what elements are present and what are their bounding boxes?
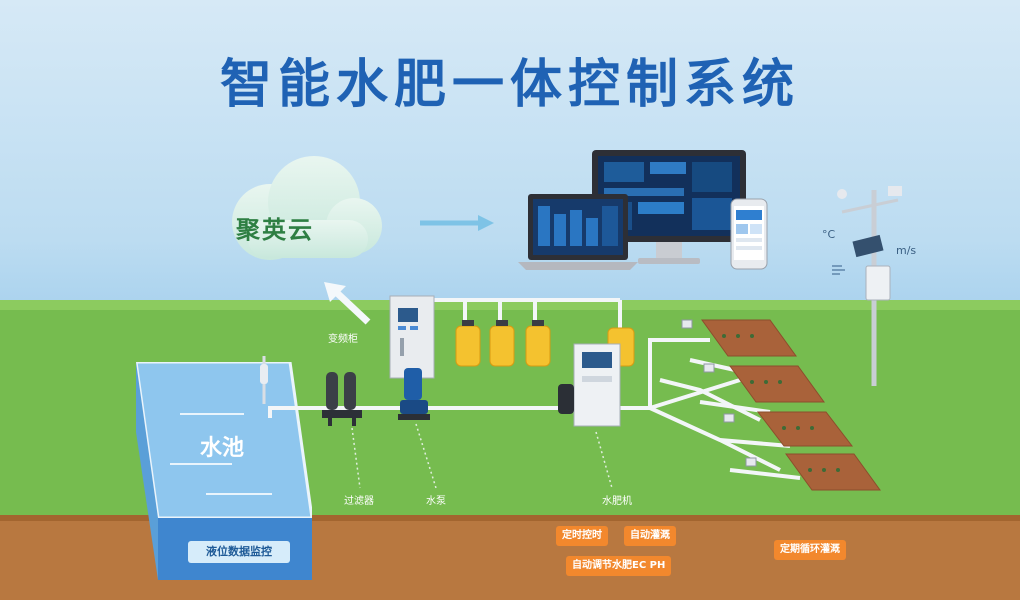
valve-icons [681,319,757,467]
cloud-label: 聚英云 [236,216,314,244]
weather-station-icon [837,186,902,386]
wind-speed-unit: m/s [896,244,917,257]
control-cabinet-icon [389,295,435,379]
fertilizer-machine-icon [558,343,621,427]
cycle-irrigation-badge: 定期循环灌溉 [774,540,846,560]
water-level-monitor-badge: 液位数据监控 [188,541,290,563]
timed-irrigation-badge: 定时控时 [556,526,608,546]
pool-label: 水池 [200,436,245,461]
auto-irrigation-badge: 自动灌溉 [624,526,676,546]
laptop-icon [518,194,638,270]
smartphone-icon [730,198,768,270]
arrow-right-icon [420,215,494,231]
wind-icon [832,265,845,275]
arrow-up-icon [324,282,371,325]
page-title: 智能水肥一体控制系统 [219,55,800,115]
cloud-icon [232,156,382,260]
water-pump-label: 水泵 [426,496,446,507]
fertilizer-machine-label: 水肥机 [602,496,632,507]
water-pump-icon [398,368,430,420]
crop-fields [701,319,881,491]
temperature-unit: °C [822,228,836,241]
filter-icon [322,372,362,426]
auto-adjust-ec-ph-badge: 自动调节水肥EC PH [566,556,672,576]
filter-label: 过滤器 [344,496,374,507]
control-cabinet-label: 变频柜 [328,334,358,345]
level-sensor-icon [260,356,268,404]
